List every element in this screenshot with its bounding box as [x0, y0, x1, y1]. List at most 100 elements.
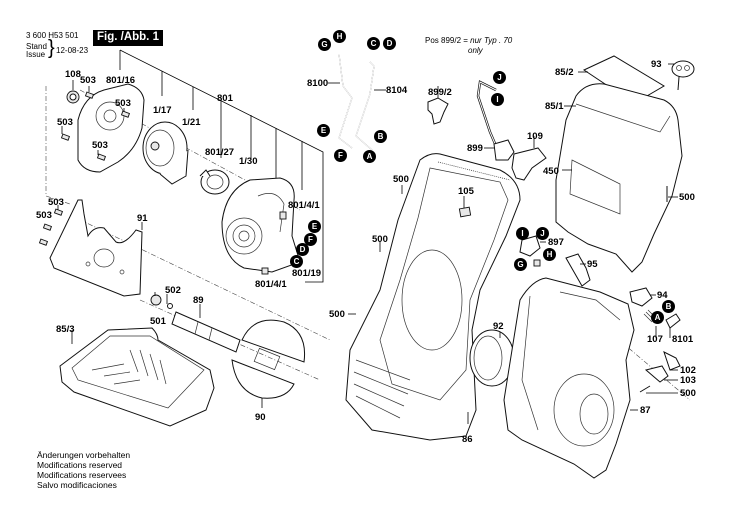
- label-92[interactable]: 92: [493, 321, 504, 332]
- label-503[interactable]: 503: [115, 98, 131, 109]
- connector-callout-j[interactable]: J: [493, 71, 506, 84]
- label-801-27[interactable]: 801/27: [205, 147, 235, 158]
- label-109[interactable]: 109: [527, 131, 543, 142]
- part-95-clamp: [565, 253, 591, 287]
- connector-callout-j[interactable]: J: [536, 227, 549, 240]
- label-501[interactable]: 501: [150, 316, 166, 327]
- connector-callout-d[interactable]: D: [383, 37, 396, 50]
- notice-line-en: Modifications reserved: [37, 460, 123, 470]
- part-90-blade-disc: [231, 319, 306, 399]
- label-89[interactable]: 89: [193, 295, 204, 306]
- part-number: 3 600 H53 501: [26, 31, 79, 40]
- label-93[interactable]: 93: [651, 59, 662, 70]
- label-85-2[interactable]: 85/2: [555, 67, 574, 78]
- connector-callout-c[interactable]: C: [290, 255, 303, 268]
- label-1-30[interactable]: 1/30: [239, 156, 258, 167]
- label-90[interactable]: 90: [255, 412, 266, 423]
- label-450[interactable]: 450: [543, 166, 559, 177]
- issue-date: 12-08-23: [56, 46, 89, 55]
- note-position: Pos 899/2 =: [425, 36, 468, 45]
- part-899-cable: [476, 80, 515, 161]
- connector-callout-b[interactable]: B: [662, 300, 675, 313]
- label-103[interactable]: 103: [680, 375, 696, 386]
- connector-callout-g[interactable]: G: [318, 38, 331, 51]
- label-899[interactable]: 899: [467, 143, 483, 154]
- part-801-27-clutch: [199, 169, 230, 195]
- notice-line-de: Änderungen vorbehalten: [37, 450, 131, 460]
- connector-callout-h[interactable]: H: [333, 30, 346, 43]
- note-type-only: nur Typ . 70: [470, 36, 513, 45]
- label-8104[interactable]: 8104: [386, 85, 408, 96]
- label-503[interactable]: 503: [57, 117, 73, 128]
- connector-callout-f[interactable]: F: [304, 233, 317, 246]
- connector-callout-i[interactable]: I: [516, 227, 529, 240]
- label-801-16[interactable]: 801/16: [106, 75, 136, 86]
- part-8104-cable: [355, 61, 375, 151]
- label-801-4-1[interactable]: 801/4/1: [288, 200, 320, 211]
- label-8101[interactable]: 8101: [672, 334, 694, 345]
- part-801-16-gear-cover: [77, 83, 145, 173]
- label-801[interactable]: 801: [217, 93, 233, 104]
- label-107[interactable]: 107: [647, 334, 663, 345]
- part-91-base-bracket: [49, 199, 143, 297]
- part-109-switch-holder: [511, 147, 547, 181]
- part-89-holder: [171, 311, 241, 353]
- part-92-seal: [469, 329, 515, 387]
- small-parts-right: [629, 287, 681, 393]
- issue-label: Issue: [26, 50, 46, 59]
- label-899-2[interactable]: 899/2: [428, 87, 452, 98]
- connector-callout-e[interactable]: E: [308, 220, 321, 233]
- part-1-17-fan: [142, 121, 189, 185]
- label-500[interactable]: 500: [679, 192, 695, 203]
- part-93-knob: [671, 60, 695, 91]
- label-897[interactable]: 897: [548, 237, 564, 248]
- label-500[interactable]: 500: [680, 388, 696, 399]
- label-87[interactable]: 87: [640, 405, 651, 416]
- label-1-21[interactable]: 1/21: [182, 117, 201, 128]
- connector-callout-a[interactable]: A: [363, 150, 376, 163]
- label-502[interactable]: 502: [165, 285, 181, 296]
- label-91[interactable]: 91: [137, 213, 148, 224]
- connector-callout-a[interactable]: A: [651, 311, 664, 324]
- connector-callout-i[interactable]: I: [491, 93, 504, 106]
- stand-label: Stand: [26, 42, 47, 51]
- screws-503: [38, 91, 131, 246]
- label-8100[interactable]: 8100: [307, 78, 329, 89]
- label-105[interactable]: 105: [458, 186, 474, 197]
- connector-callout-b[interactable]: B: [374, 130, 387, 143]
- brace: }: [48, 37, 55, 59]
- label-503[interactable]: 503: [36, 210, 52, 221]
- notice-line-es: Salvo modificaciones: [37, 480, 117, 490]
- label-86[interactable]: 86: [462, 434, 473, 445]
- part-87-base-housing: [503, 277, 635, 479]
- label-500[interactable]: 500: [329, 309, 345, 320]
- note-only: only: [468, 46, 483, 55]
- assembly-bracket-801: [119, 49, 324, 283]
- label-85-1[interactable]: 85/1: [545, 101, 564, 112]
- part-801-motor: [221, 177, 301, 275]
- availability-note: Pos 899/2 = nur Typ . 70: [425, 36, 512, 46]
- label-503[interactable]: 503: [48, 197, 64, 208]
- connector-callout-e[interactable]: E: [317, 124, 330, 137]
- notice-line-fr: Modifications reservees: [37, 470, 127, 480]
- connector-callout-f[interactable]: F: [334, 149, 347, 162]
- connector-callout-c[interactable]: C: [367, 37, 380, 50]
- label-801-19[interactable]: 801/19: [292, 268, 322, 279]
- label-503[interactable]: 503: [80, 75, 96, 86]
- connector-callout-d[interactable]: D: [296, 243, 309, 256]
- part-8100-cable: [338, 53, 353, 149]
- label-801-4-1[interactable]: 801/4/1: [255, 279, 287, 290]
- label-108[interactable]: 108: [65, 69, 81, 80]
- label-503[interactable]: 503: [92, 140, 108, 151]
- connector-callout-g[interactable]: G: [514, 258, 527, 271]
- part-85-1-hopper: [555, 83, 683, 273]
- label-500[interactable]: 500: [393, 174, 409, 185]
- label-500[interactable]: 500: [372, 234, 388, 245]
- connector-callout-h[interactable]: H: [543, 248, 556, 261]
- label-1-17[interactable]: 1/17: [153, 105, 172, 116]
- label-102[interactable]: 102: [680, 365, 696, 376]
- label-85-3[interactable]: 85/3: [56, 324, 75, 335]
- label-94[interactable]: 94: [657, 290, 668, 301]
- label-95[interactable]: 95: [587, 259, 598, 270]
